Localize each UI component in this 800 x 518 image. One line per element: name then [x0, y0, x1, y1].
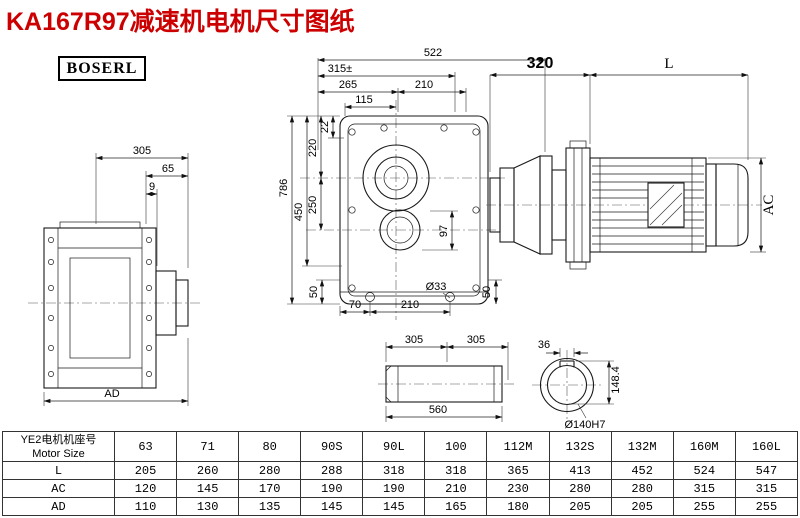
dim-shaft-560: 560: [429, 404, 447, 416]
size-col-header: 100: [424, 431, 488, 462]
table-cell: 315: [672, 479, 736, 498]
dim-front-786: 786: [278, 179, 290, 197]
table-cell: 413: [548, 461, 612, 480]
motor-assembly-view: 320 L AC: [486, 55, 777, 270]
table-cell: 452: [610, 461, 674, 480]
row-label-AD: AD: [2, 497, 115, 516]
size-col-header: 160M: [672, 431, 736, 462]
brand-logo: BOSERL: [58, 56, 146, 81]
table-cell: 180: [486, 497, 550, 516]
row-label-AC: AC: [2, 479, 115, 498]
table-cell: 145: [176, 479, 240, 498]
dim-front-50-right: 50: [481, 286, 493, 298]
gearbox-side-view: 305 65 9 AD: [28, 145, 202, 406]
size-col-header: 90L: [362, 431, 426, 462]
table-cell: 315: [734, 479, 799, 498]
size-col-header: 132M: [610, 431, 674, 462]
table-cell: 210: [424, 479, 488, 498]
table-cell: 110: [113, 497, 178, 516]
table-cell: 260: [176, 461, 240, 480]
table-cell: 190: [300, 479, 364, 498]
dim-side-305: 305: [133, 145, 151, 157]
table-cell: 288: [300, 461, 364, 480]
dim-front-210-top: 210: [415, 79, 433, 91]
table-cell: 190: [362, 479, 426, 498]
table-cell: 280: [548, 479, 612, 498]
table-cell: 255: [734, 497, 799, 516]
dim-front-70: 70: [349, 299, 361, 311]
dim-front-250: 250: [307, 196, 319, 214]
dim-motor-L: L: [664, 56, 673, 72]
table-row-AD: AD 110 130 135 145 145 165 180 205 205 2…: [2, 497, 799, 516]
table-cell: 145: [300, 497, 364, 516]
table-cell: 135: [238, 497, 302, 516]
shaft-bore-view: 36 148.4 Ø140H7: [532, 339, 622, 430]
row-label-L: L: [2, 461, 115, 480]
dim-front-450: 450: [293, 203, 305, 221]
motor-size-header-cell: YE2电机机座号 Motor Size: [2, 431, 115, 462]
size-col-header: 71: [176, 431, 240, 462]
dim-bore-36: 36: [538, 339, 550, 351]
table-row-AC: AC 120 145 170 190 190 210 230 280 280 3…: [2, 479, 799, 498]
dim-front-265: 265: [339, 79, 357, 91]
table-row-L: L 205 260 280 288 318 318 365 413 452 52…: [2, 461, 799, 480]
dim-front-33: Ø33: [426, 281, 447, 293]
size-col-header: 160L: [734, 431, 799, 462]
dim-side-AD: AD: [104, 388, 119, 400]
brand-text: BOSERL: [66, 59, 138, 77]
size-table-header-row: YE2电机机座号 Motor Size 63 71 80 90S 90L 100…: [2, 431, 799, 462]
table-cell: 145: [362, 497, 426, 516]
dim-side-9: 9: [149, 181, 155, 193]
table-cell: 205: [548, 497, 612, 516]
dim-bore-148: 148.4: [610, 366, 622, 394]
size-col-header: 112M: [486, 431, 550, 462]
dim-shaft-305-b: 305: [467, 334, 485, 346]
table-cell: 205: [113, 461, 178, 480]
table-cell: 205: [610, 497, 674, 516]
table-cell: 318: [362, 461, 426, 480]
output-shaft-view: 305 305 560: [378, 334, 514, 422]
table-cell: 230: [486, 479, 550, 498]
size-col-header: 63: [113, 431, 178, 462]
motor-size-header-en: Motor Size: [32, 447, 85, 460]
dim-front-115: 115: [355, 94, 373, 106]
dim-front-315: 315±: [328, 63, 352, 75]
motor-size-header-cn: YE2电机机座号: [20, 433, 97, 446]
table-cell: 524: [672, 461, 736, 480]
size-col-header: 132S: [548, 431, 612, 462]
dim-bore-140H7: Ø140H7: [565, 419, 606, 430]
motor-size-table: YE2电机机座号 Motor Size 63 71 80 90S 90L 100…: [2, 431, 799, 516]
size-col-header: 80: [238, 431, 302, 462]
table-cell: 170: [238, 479, 302, 498]
table-cell: 280: [238, 461, 302, 480]
dim-front-522: 522: [424, 47, 442, 59]
dim-front-220: 220: [307, 139, 319, 157]
page-title: KA167R97减速机电机尺寸图纸: [6, 8, 355, 36]
table-cell: 120: [113, 479, 178, 498]
dim-motor-320: 320: [527, 55, 554, 72]
gearbox-front-view: 522 315± 265 210 115 22 220 250 450 786 …: [278, 47, 546, 320]
dim-shaft-305-a: 305: [405, 334, 423, 346]
dim-side-65: 65: [162, 163, 174, 175]
dim-front-50-left: 50: [308, 286, 320, 298]
dim-motor-AC: AC: [761, 195, 777, 216]
dim-front-210-bottom: 210: [401, 299, 419, 311]
table-cell: 280: [610, 479, 674, 498]
technical-drawing: 305 65 9 AD 522 315±: [28, 47, 777, 430]
table-cell: 318: [424, 461, 488, 480]
table-cell: 255: [672, 497, 736, 516]
size-col-header: 90S: [300, 431, 364, 462]
dim-front-97: 97: [438, 225, 450, 237]
terminal-box: [647, 182, 685, 228]
table-cell: 130: [176, 497, 240, 516]
table-cell: 165: [424, 497, 488, 516]
table-cell: 365: [486, 461, 550, 480]
table-cell: 547: [734, 461, 799, 480]
